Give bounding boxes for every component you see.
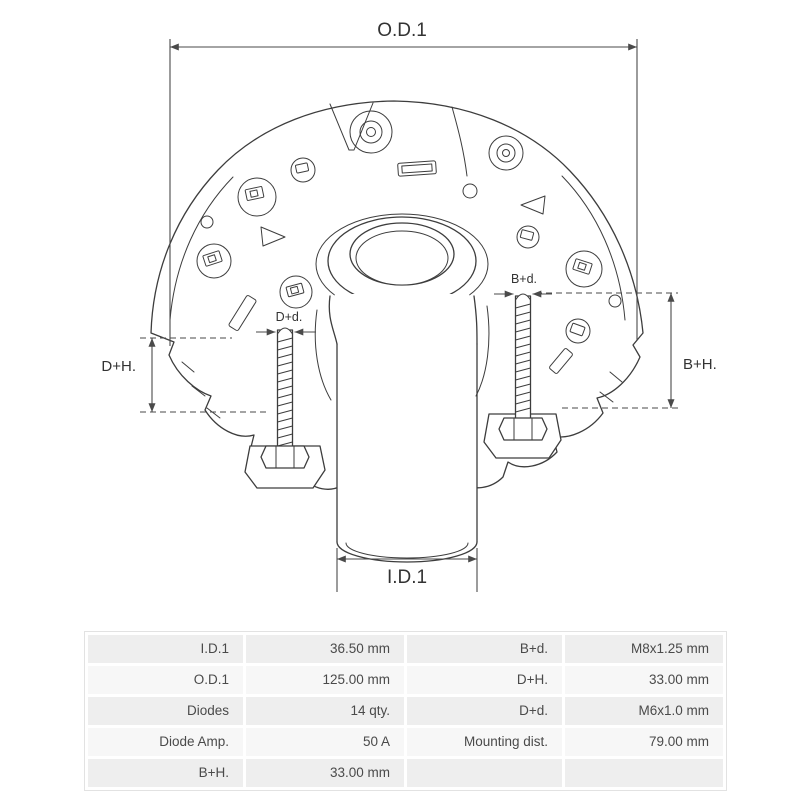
terminal-slot: [397, 160, 437, 177]
mount-hole: [349, 110, 393, 154]
right-stud-shaft: [514, 295, 532, 421]
cylinder-neck: [328, 295, 478, 345]
left-stud: [244, 327, 326, 489]
spec-value: 50 A: [246, 728, 404, 756]
od1-label: O.D.1: [377, 20, 427, 41]
left-nut-facets: [275, 445, 295, 469]
diode-chip: [572, 258, 593, 275]
cylinder-sides: [336, 343, 478, 543]
spec-label: Diode Amp.: [88, 728, 243, 756]
dimension-dplus-d: D+d.: [256, 310, 316, 336]
small-hole: [200, 215, 214, 229]
right-stud-tip: [515, 293, 531, 301]
left-stud-threads: [277, 337, 293, 447]
mount-hole: [488, 135, 524, 171]
terminal-slot: [549, 348, 573, 374]
spec-value: M8x1.25 mm: [565, 635, 723, 663]
diode: [237, 177, 277, 217]
dh-label: D+H.: [101, 358, 136, 375]
spec-table: I.D.1 36.50 mm B+d. M8x1.25 mm O.D.1 125…: [84, 631, 727, 791]
diode: [565, 318, 591, 344]
arrow-mark: [520, 195, 546, 215]
spec-label: I.D.1: [88, 635, 243, 663]
dimension-bplus-d: B+d.: [494, 272, 552, 298]
left-stud-tip: [277, 327, 293, 335]
spec-label: B+d.: [407, 635, 562, 663]
spec-label: [407, 759, 562, 787]
spec-value: 14 qty.: [246, 697, 404, 725]
mount-hole: [496, 143, 516, 163]
spec-value: 33.00 mm: [246, 759, 404, 787]
mount-hole: [502, 149, 510, 157]
mount-hole: [359, 120, 383, 144]
left-stud-nut: [260, 445, 310, 469]
diode-chip: [249, 189, 259, 198]
diode-chip: [577, 261, 587, 271]
bd-label: B+d.: [511, 272, 537, 286]
right-stud-threads: [515, 303, 531, 413]
diode-chip: [202, 250, 223, 267]
diode: [516, 225, 540, 249]
diode-chip: [294, 162, 310, 174]
diode: [196, 243, 232, 279]
diode-chip: [207, 254, 217, 264]
spec-value: [565, 759, 723, 787]
plate-seam-right: [451, 106, 468, 177]
spec-label: D+d.: [407, 697, 562, 725]
spec-label: Mounting dist.: [407, 728, 562, 756]
center-bore: [314, 213, 490, 563]
right-stud-nut: [498, 417, 548, 441]
spec-label: Diodes: [88, 697, 243, 725]
right-stud: [483, 293, 562, 459]
plate-serrations: [181, 361, 623, 419]
plate-inner-rim-left: [169, 176, 234, 321]
arrow-mark: [260, 226, 286, 247]
spec-value: 33.00 mm: [565, 666, 723, 694]
skirt-right: [475, 305, 490, 397]
spec-value: 79.00 mm: [565, 728, 723, 756]
rectifier-diagram: O.D.1 I.D.1 D+H. B+H. D+d.: [101, 20, 717, 592]
terminal-slot: [401, 163, 433, 174]
small-hole: [462, 183, 478, 199]
plate-inner-rim-right: [561, 175, 626, 321]
diode: [279, 275, 313, 309]
dimension-dplus-h: D+H.: [101, 337, 268, 413]
dimension-od1: O.D.1: [169, 20, 638, 346]
diode: [290, 157, 316, 183]
spec-value: 125.00 mm: [246, 666, 404, 694]
bh-label: B+H.: [683, 356, 717, 373]
spec-value: M6x1.0 mm: [565, 697, 723, 725]
spec-label: D+H.: [407, 666, 562, 694]
spec-label: B+H.: [88, 759, 243, 787]
diode-chip: [244, 186, 265, 201]
dimension-bplus-h: B+H.: [536, 292, 717, 409]
id1-label: I.D.1: [387, 567, 427, 588]
spec-label: O.D.1: [88, 666, 243, 694]
diode-chip: [519, 229, 535, 241]
spec-value: 36.50 mm: [246, 635, 404, 663]
small-hole: [608, 294, 622, 308]
dd-label: D+d.: [276, 310, 303, 324]
mount-hole: [366, 127, 376, 137]
diode-chip: [285, 282, 305, 298]
diode-array: [196, 110, 622, 374]
diode: [565, 250, 603, 288]
skirt-left: [314, 309, 332, 401]
right-nut-facets: [513, 417, 533, 441]
terminal-slot: [228, 295, 257, 331]
dimension-id1: I.D.1: [336, 548, 478, 592]
bore-hole: [355, 230, 449, 286]
diode-chip: [289, 285, 300, 295]
diode-chip: [569, 322, 586, 337]
plate-top-notch: [329, 102, 374, 151]
